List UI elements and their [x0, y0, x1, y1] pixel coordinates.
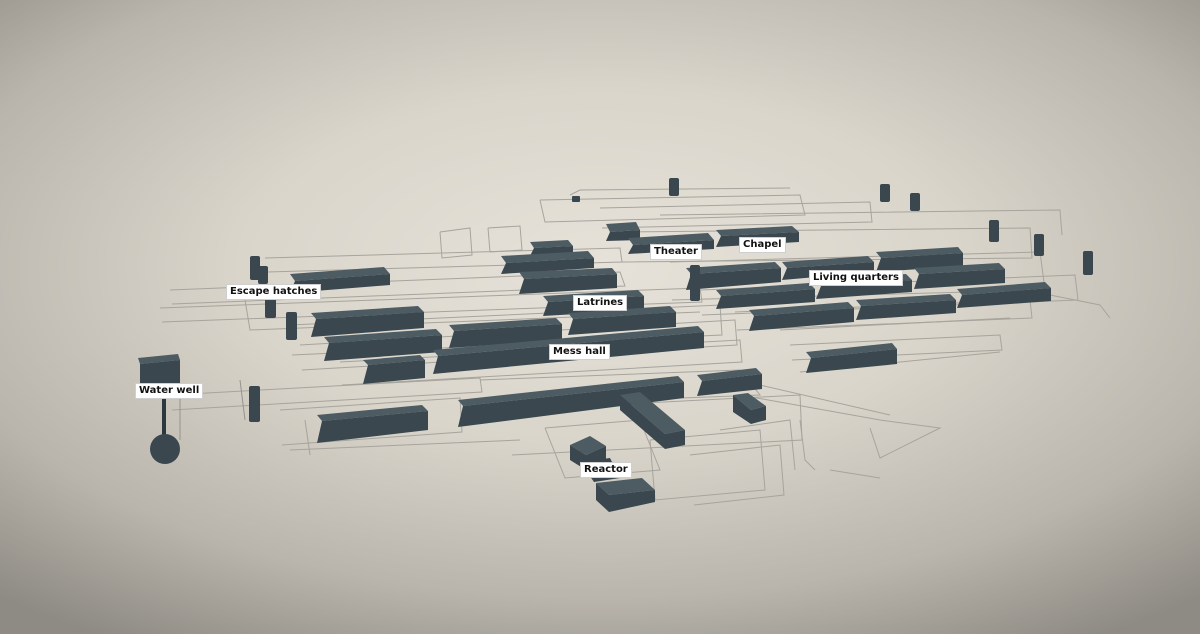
label-escape-hatches: Escape hatches: [226, 284, 322, 300]
label-chapel: Chapel: [739, 237, 786, 253]
label-mess-hall: Mess hall: [549, 344, 610, 360]
label-reactor: Reactor: [580, 462, 632, 478]
label-theater: Theater: [650, 244, 702, 260]
label-water-well: Water well: [135, 383, 204, 399]
label-latrines: Latrines: [573, 295, 628, 311]
label-living-quarters: Living quarters: [809, 270, 903, 286]
building-blocks: [138, 178, 1093, 512]
